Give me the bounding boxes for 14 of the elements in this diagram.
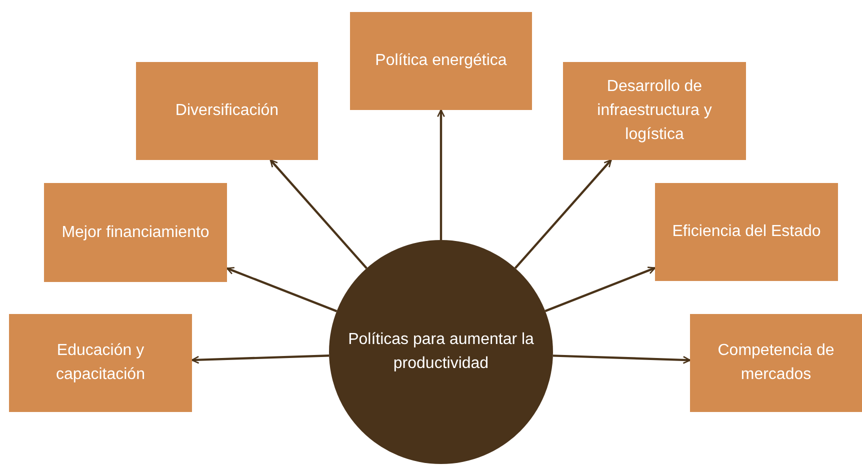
policy-box: Diversificación [136, 62, 318, 160]
policy-box: Política energética [350, 12, 532, 110]
policy-box: Educación y capacitación [9, 314, 192, 412]
policy-box: Competencia de mercados [690, 314, 862, 412]
arrow [552, 354, 691, 364]
policy-box: Mejor financiamiento [44, 183, 227, 282]
arrow [514, 159, 612, 269]
arrow [270, 159, 368, 269]
arrow [226, 266, 338, 312]
policy-box: Eficiencia del Estado [655, 183, 838, 281]
arrow [437, 109, 445, 240]
arrow [544, 266, 656, 312]
policy-box: Desarrollo de infraestructura y logística [563, 62, 746, 160]
arrow [191, 354, 330, 364]
